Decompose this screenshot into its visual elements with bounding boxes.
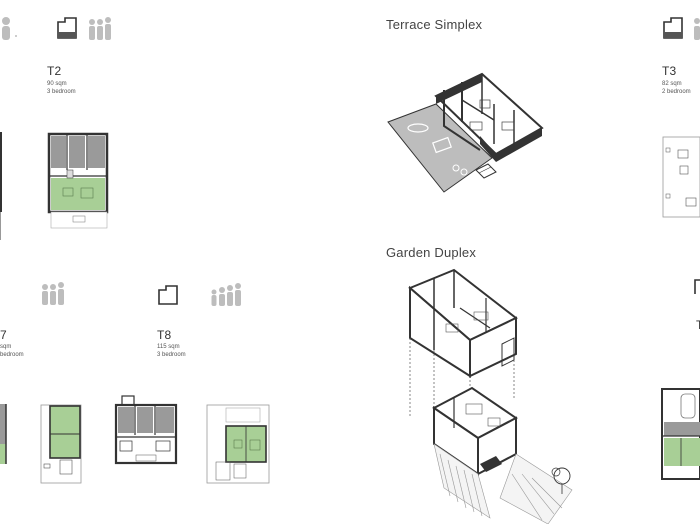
floor-plan-t8-upper	[206, 404, 270, 484]
section-title-terrace-simplex: Terrace Simplex	[386, 17, 483, 32]
unit-title-t8: T8	[157, 328, 172, 342]
unit-title-right-bottom: T	[696, 318, 700, 332]
unit-title-t3: T3	[662, 64, 677, 78]
house-icon-t2	[56, 16, 78, 40]
unit-bedrooms-t7: bedroom	[0, 352, 24, 358]
floor-plan-t7-upper	[40, 404, 82, 484]
floor-plan-t3	[662, 136, 700, 218]
person-icon-left	[0, 16, 18, 42]
axonometric-garden-duplex	[404, 268, 584, 524]
family-icon-t2	[87, 16, 113, 42]
family-icon-t7	[40, 281, 66, 307]
unit-area-t7: sqm	[0, 344, 12, 350]
unit-bedrooms-t8: 3 bedroom	[157, 352, 186, 358]
axonometric-terrace-simplex	[384, 70, 554, 196]
unit-bedrooms-t2: 3 bedroom	[47, 89, 76, 95]
unit-area-t2: 90 sqm	[47, 81, 67, 87]
floor-plan-t8-ground	[114, 395, 178, 467]
family-icon-t8	[210, 282, 242, 308]
section-title-garden-duplex: Garden Duplex	[386, 245, 477, 260]
unit-title-t2: T2	[47, 64, 62, 78]
house-icon-t3	[662, 16, 684, 40]
floor-plan-partial-left	[0, 132, 4, 240]
unit-bedrooms-t3: 2 bedroom	[662, 89, 691, 95]
floor-plan-t2	[47, 132, 111, 230]
person-icon-t3	[692, 16, 700, 42]
floor-plan-right-bottom	[661, 388, 700, 480]
floor-plan-t7-partial	[0, 404, 8, 464]
house-icon-right-bottom	[694, 278, 700, 296]
unit-title-t7: 7	[0, 328, 7, 342]
house-icon-t8	[157, 284, 179, 306]
unit-area-t8: 115 sqm	[157, 344, 180, 350]
unit-area-t3: 82 sqm	[662, 81, 682, 87]
